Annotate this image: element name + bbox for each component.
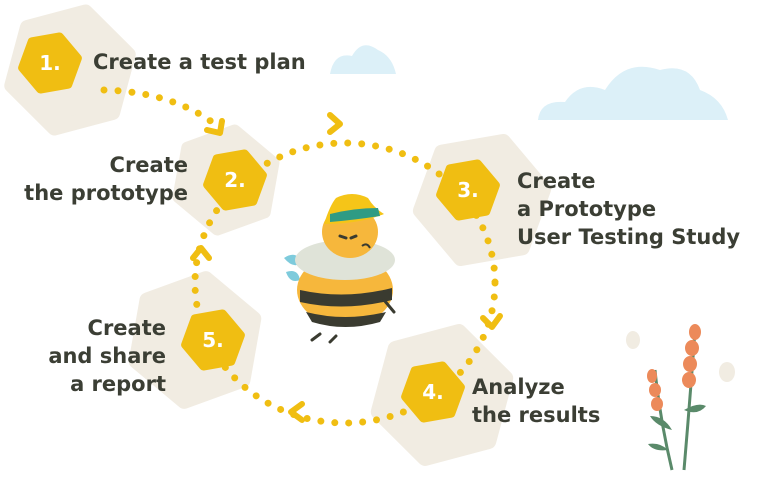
flower-icon bbox=[626, 324, 735, 471]
label-line: Create bbox=[517, 169, 596, 193]
step-number: 5. bbox=[202, 328, 224, 352]
step-2-label: Create the prototype bbox=[24, 151, 188, 207]
step-number: 4. bbox=[422, 380, 444, 404]
label-line: a Prototype bbox=[517, 197, 657, 221]
label-line: Create bbox=[87, 316, 166, 340]
cloud-icon bbox=[538, 66, 728, 120]
label-line: a report bbox=[70, 372, 166, 396]
arrow-icon bbox=[480, 313, 503, 330]
label-line: and share bbox=[48, 344, 166, 368]
step-4-label: Analyze the results bbox=[472, 373, 600, 429]
label-line: Analyze bbox=[472, 375, 565, 399]
cloud-icon bbox=[330, 45, 396, 74]
arrow-icon bbox=[204, 118, 225, 136]
arrow-icon bbox=[288, 401, 305, 423]
label-line: Create a test plan bbox=[93, 50, 306, 74]
label-line: User Testing Study bbox=[517, 225, 741, 249]
dotted-cycle bbox=[191, 139, 499, 427]
label-line: Create bbox=[109, 153, 188, 177]
step-number: 3. bbox=[457, 178, 479, 202]
arrow-icon bbox=[327, 112, 343, 135]
step-5-label: Create and share a report bbox=[48, 314, 166, 398]
dotted-connector bbox=[100, 86, 216, 126]
label-line: the results bbox=[472, 403, 601, 427]
step-number: 2. bbox=[224, 168, 246, 192]
step-number: 1. bbox=[39, 51, 61, 75]
step-3-label: Create a Prototype User Testing Study bbox=[517, 167, 740, 251]
bee-with-hat-icon bbox=[284, 194, 396, 344]
label-line: the prototype bbox=[24, 181, 188, 205]
step-1-label: Create a test plan bbox=[93, 48, 306, 76]
arrow-icon bbox=[190, 245, 212, 261]
